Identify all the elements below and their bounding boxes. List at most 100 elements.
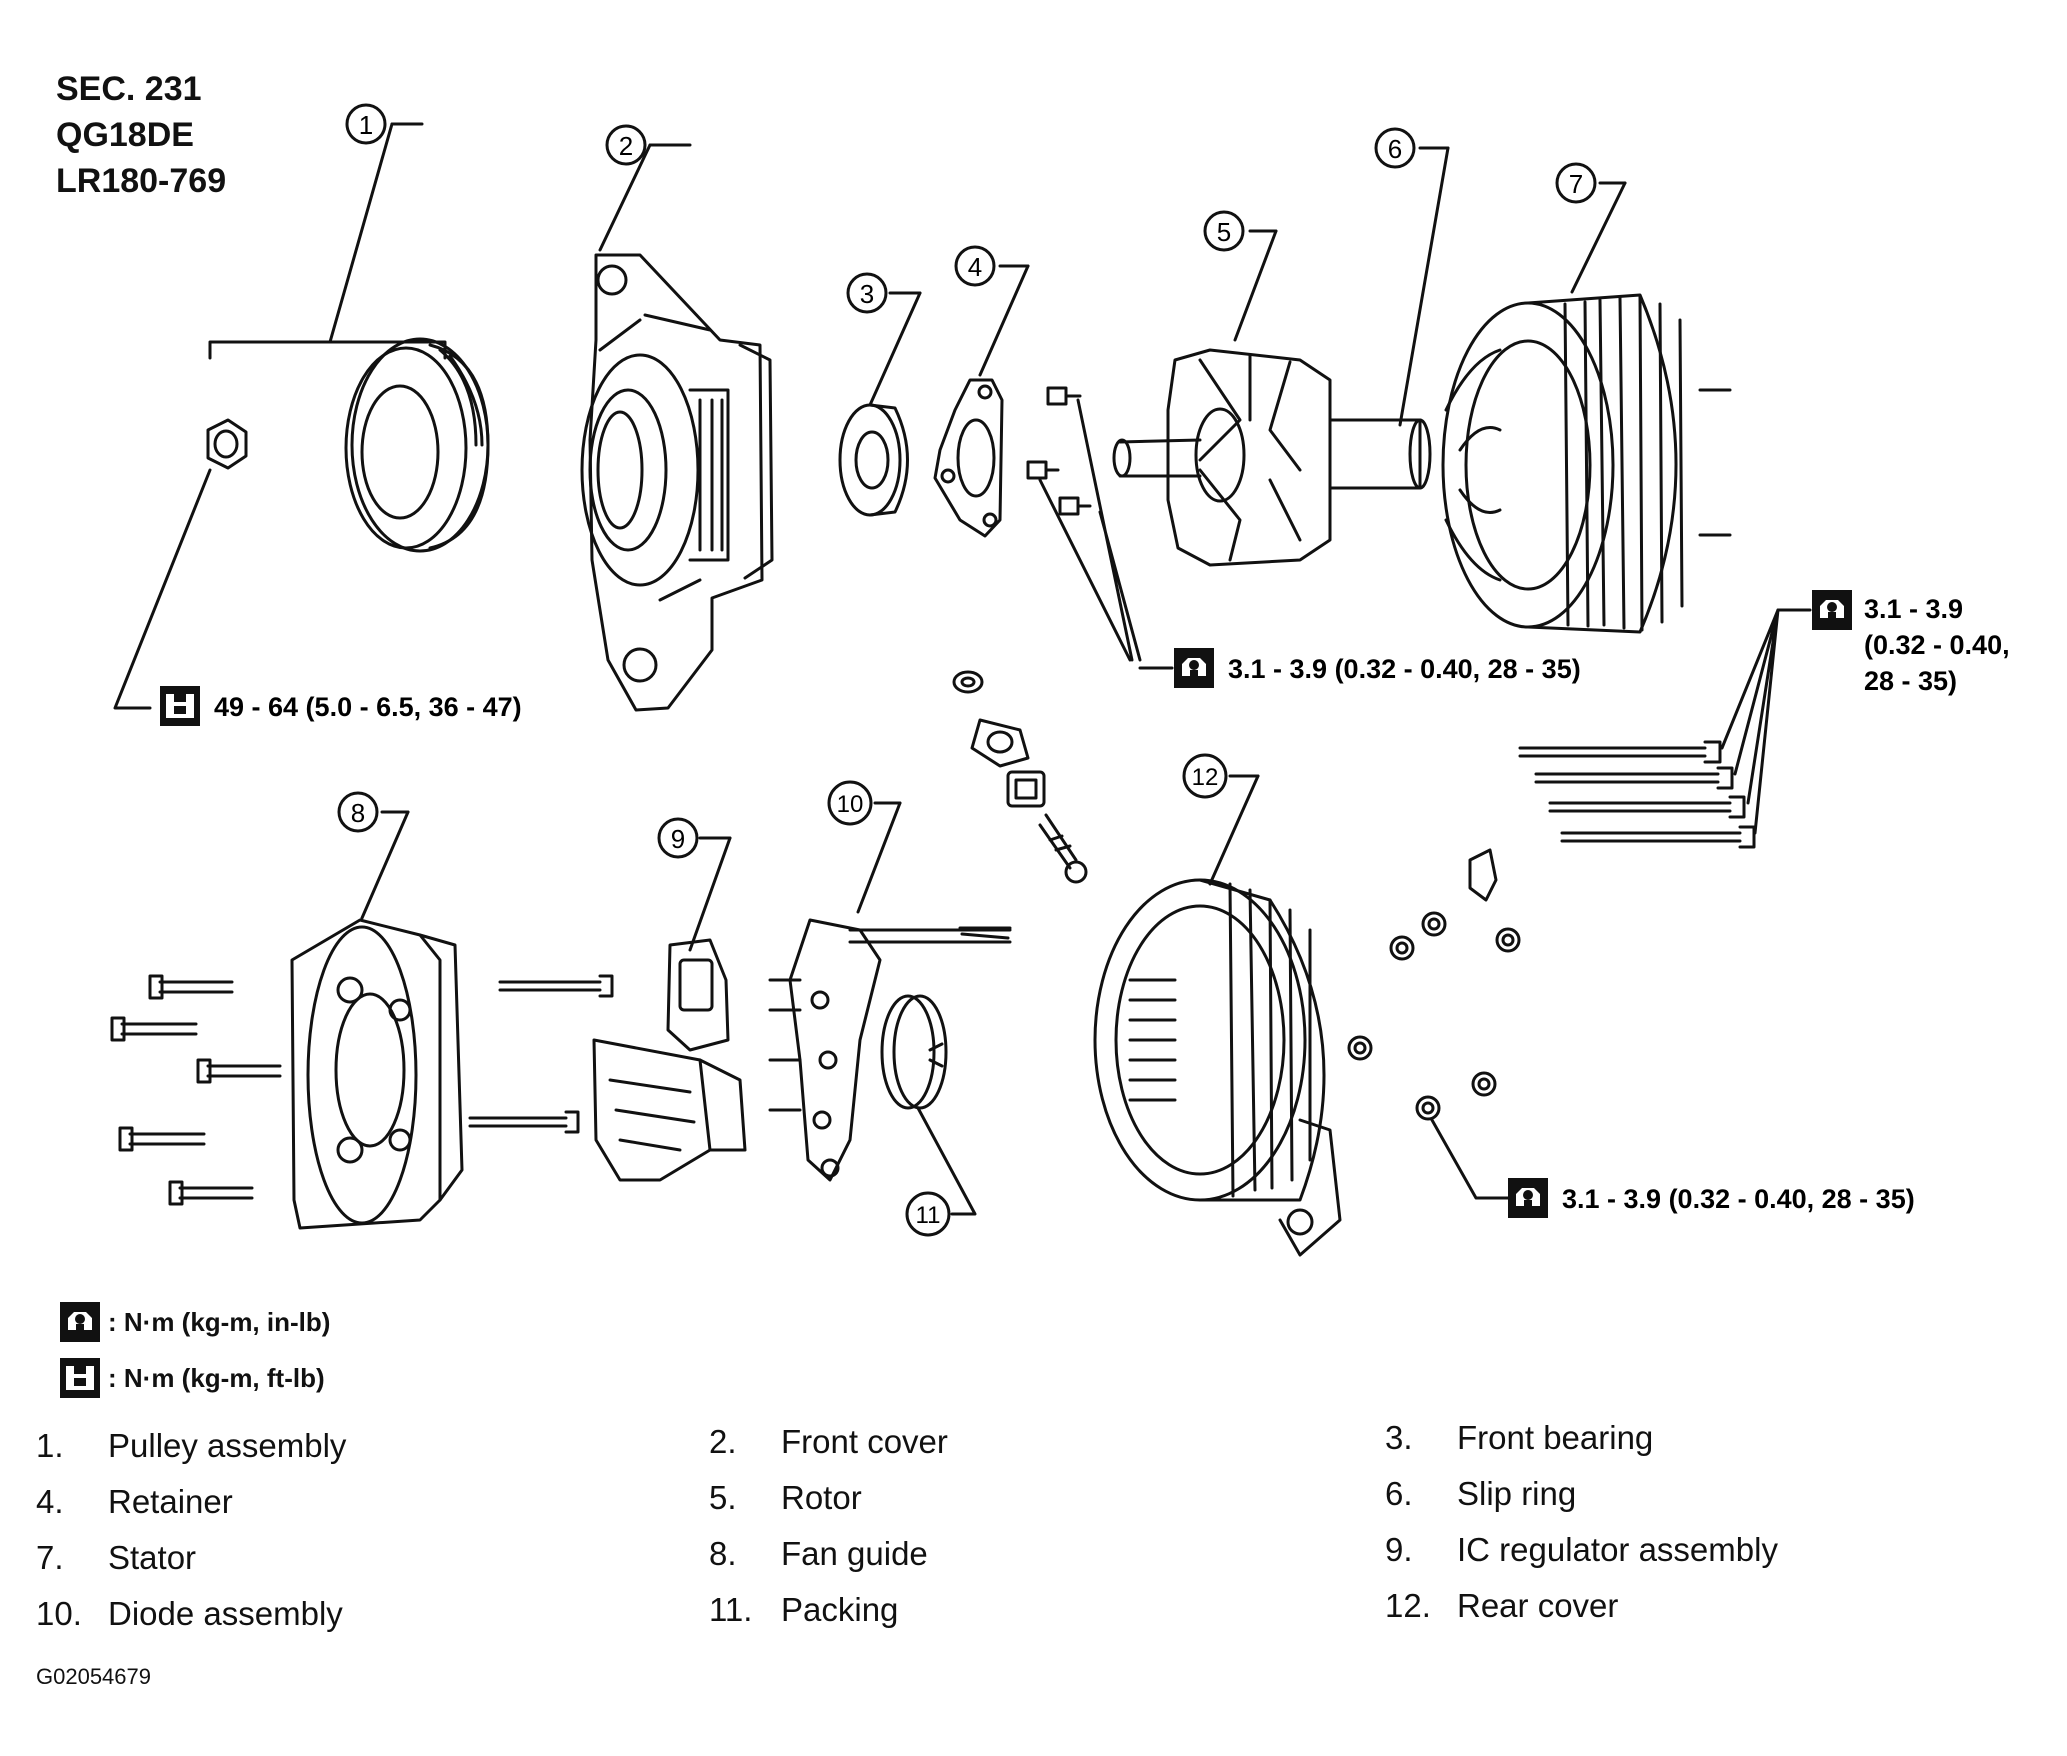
part-name: Front bearing <box>1457 1419 1654 1456</box>
part-number: 8. <box>709 1535 737 1572</box>
torque-rear-cover-nuts: 3.1 - 3.9 (0.32 - 0.40, 28 - 35) <box>1508 1178 1915 1218</box>
svg-text:12: 12 <box>1192 764 1219 791</box>
through-bolts <box>1518 608 1812 849</box>
rotor <box>1112 229 1432 567</box>
part-name: Rotor <box>781 1479 862 1516</box>
callout-1: 1 <box>345 103 387 145</box>
part-number: 6. <box>1385 1475 1413 1512</box>
part-number: 9. <box>1385 1531 1413 1568</box>
legend-inlb-text: : N·m (kg-m, in-lb) <box>108 1306 331 1337</box>
pulley-nut <box>206 418 248 470</box>
part-name: Stator <box>108 1539 197 1576</box>
part-name: Packing <box>781 1591 899 1628</box>
part-number: 1. <box>36 1427 64 1464</box>
torque-inlb-icon <box>1174 648 1214 688</box>
svg-text:4: 4 <box>968 252 982 282</box>
part-item: 2. Front cover <box>709 1414 948 1470</box>
svg-text:7: 7 <box>1569 169 1583 199</box>
part-name: Diode assembly <box>108 1595 343 1632</box>
callout-5: 5 <box>1203 210 1245 252</box>
part-number: 11. <box>709 1591 753 1628</box>
svg-text:11: 11 <box>916 1202 941 1229</box>
part-number: 10. <box>36 1595 82 1632</box>
part-name: IC regulator assembly <box>1457 1531 1778 1568</box>
engine-code: QG18DE <box>56 116 194 154</box>
part-number: 12. <box>1385 1587 1431 1624</box>
part-item: 6. Slip ring <box>1385 1466 1576 1522</box>
torque-inlb-icon <box>1508 1178 1548 1218</box>
callout-9: 9 <box>657 817 699 859</box>
ic-regulator <box>468 836 747 1182</box>
part-name: Retainer <box>108 1483 233 1520</box>
figure-id: G02054679 <box>36 1664 151 1689</box>
front-cover <box>580 143 774 712</box>
torque-inlb-icon <box>60 1302 100 1342</box>
retainer-screws <box>1026 386 1174 670</box>
stator <box>1441 181 1732 634</box>
front-bearing <box>838 291 922 517</box>
alternator-model: LR180-769 <box>56 162 227 200</box>
slip-ring-leader <box>1398 146 1450 427</box>
part-item: 1. Pulley assembly <box>36 1418 346 1474</box>
part-item: 8. Fan guide <box>709 1526 928 1582</box>
callout-3: 3 <box>846 272 888 314</box>
legend-ftlb: : N·m (kg-m, ft-lb) <box>60 1356 325 1400</box>
brush-parts <box>952 670 1088 884</box>
callout-11: 11 <box>905 1191 951 1237</box>
part-item: 12. Rear cover <box>1385 1578 1618 1634</box>
svg-text:28 - 35): 28 - 35) <box>1864 666 1957 696</box>
callout-4: 4 <box>954 245 996 287</box>
svg-text:6: 6 <box>1388 134 1402 164</box>
legend-inlb: : N·m (kg-m, in-lb) <box>60 1300 330 1344</box>
callout-6: 6 <box>1374 127 1416 169</box>
svg-text:3: 3 <box>860 279 874 309</box>
fan-guide <box>110 810 464 1230</box>
rear-cover <box>1093 774 1342 1257</box>
torque-ftlb-icon <box>160 686 200 726</box>
svg-text:3.1 - 3.9 (0.32 - 0.40, 28 - 3: 3.1 - 3.9 (0.32 - 0.40, 28 - 35) <box>1562 1184 1915 1214</box>
rear-cover-nuts <box>1347 848 1521 1200</box>
svg-text:3.1 - 3.9: 3.1 - 3.9 <box>1864 594 1963 624</box>
torque-retainer-screws: 3.1 - 3.9 (0.32 - 0.40, 28 - 35) <box>1174 648 1581 688</box>
diode-assembly <box>768 801 1012 1182</box>
part-name: Fan guide <box>781 1535 928 1572</box>
callout-markers: 1 2 3 4 5 6 7 8 9 10 11 12 <box>337 103 1597 1237</box>
part-name: Rear cover <box>1457 1587 1619 1624</box>
section-number: SEC. 231 <box>56 70 202 108</box>
part-item: 9. IC regulator assembly <box>1385 1522 1778 1578</box>
legend-ftlb-text: : N·m (kg-m, ft-lb) <box>108 1362 325 1393</box>
packing <box>880 994 977 1216</box>
part-item: 4. Retainer <box>36 1474 233 1530</box>
callout-7: 7 <box>1555 162 1597 204</box>
callout-2: 2 <box>605 124 647 166</box>
part-name: Pulley assembly <box>108 1427 347 1464</box>
callout-10: 10 <box>827 780 873 826</box>
svg-text:1: 1 <box>359 110 373 140</box>
part-number: 2. <box>709 1423 737 1460</box>
part-number: 3. <box>1385 1419 1413 1456</box>
svg-text:(0.32 - 0.40,: (0.32 - 0.40, <box>1864 630 2010 660</box>
part-number: 4. <box>36 1483 64 1520</box>
torque-through-bolts: 3.1 - 3.9 (0.32 - 0.40, 28 - 35) <box>1812 590 2010 696</box>
svg-text:9: 9 <box>671 824 685 854</box>
part-item: 5. Rotor <box>709 1470 862 1526</box>
callout-8: 8 <box>337 791 379 833</box>
part-item: 7. Stator <box>36 1530 196 1586</box>
part-item: 11. Packing <box>709 1582 898 1638</box>
parts-list: 1. Pulley assembly 2. Front cover 3. Front … <box>36 1418 2016 1678</box>
svg-text:3.1 - 3.9 (0.32 - 0.40, 28 - 3: 3.1 - 3.9 (0.32 - 0.40, 28 - 35) <box>1228 654 1581 684</box>
part-name: Slip ring <box>1457 1475 1577 1512</box>
svg-text:8: 8 <box>351 798 365 828</box>
part-number: 7. <box>36 1539 64 1576</box>
callout-12: 12 <box>1182 753 1228 799</box>
svg-text:49 - 64 (5.0 - 6.5, 36 - 47): 49 - 64 (5.0 - 6.5, 36 - 47) <box>214 692 522 722</box>
torque-inlb-icon <box>1812 590 1852 630</box>
svg-text:10: 10 <box>837 791 864 818</box>
part-number: 5. <box>709 1479 737 1516</box>
torque-ftlb-icon <box>60 1358 100 1398</box>
svg-text:2: 2 <box>619 131 633 161</box>
pulley-assembly <box>113 122 490 710</box>
part-name: Front cover <box>781 1423 948 1460</box>
retainer <box>933 264 1030 538</box>
